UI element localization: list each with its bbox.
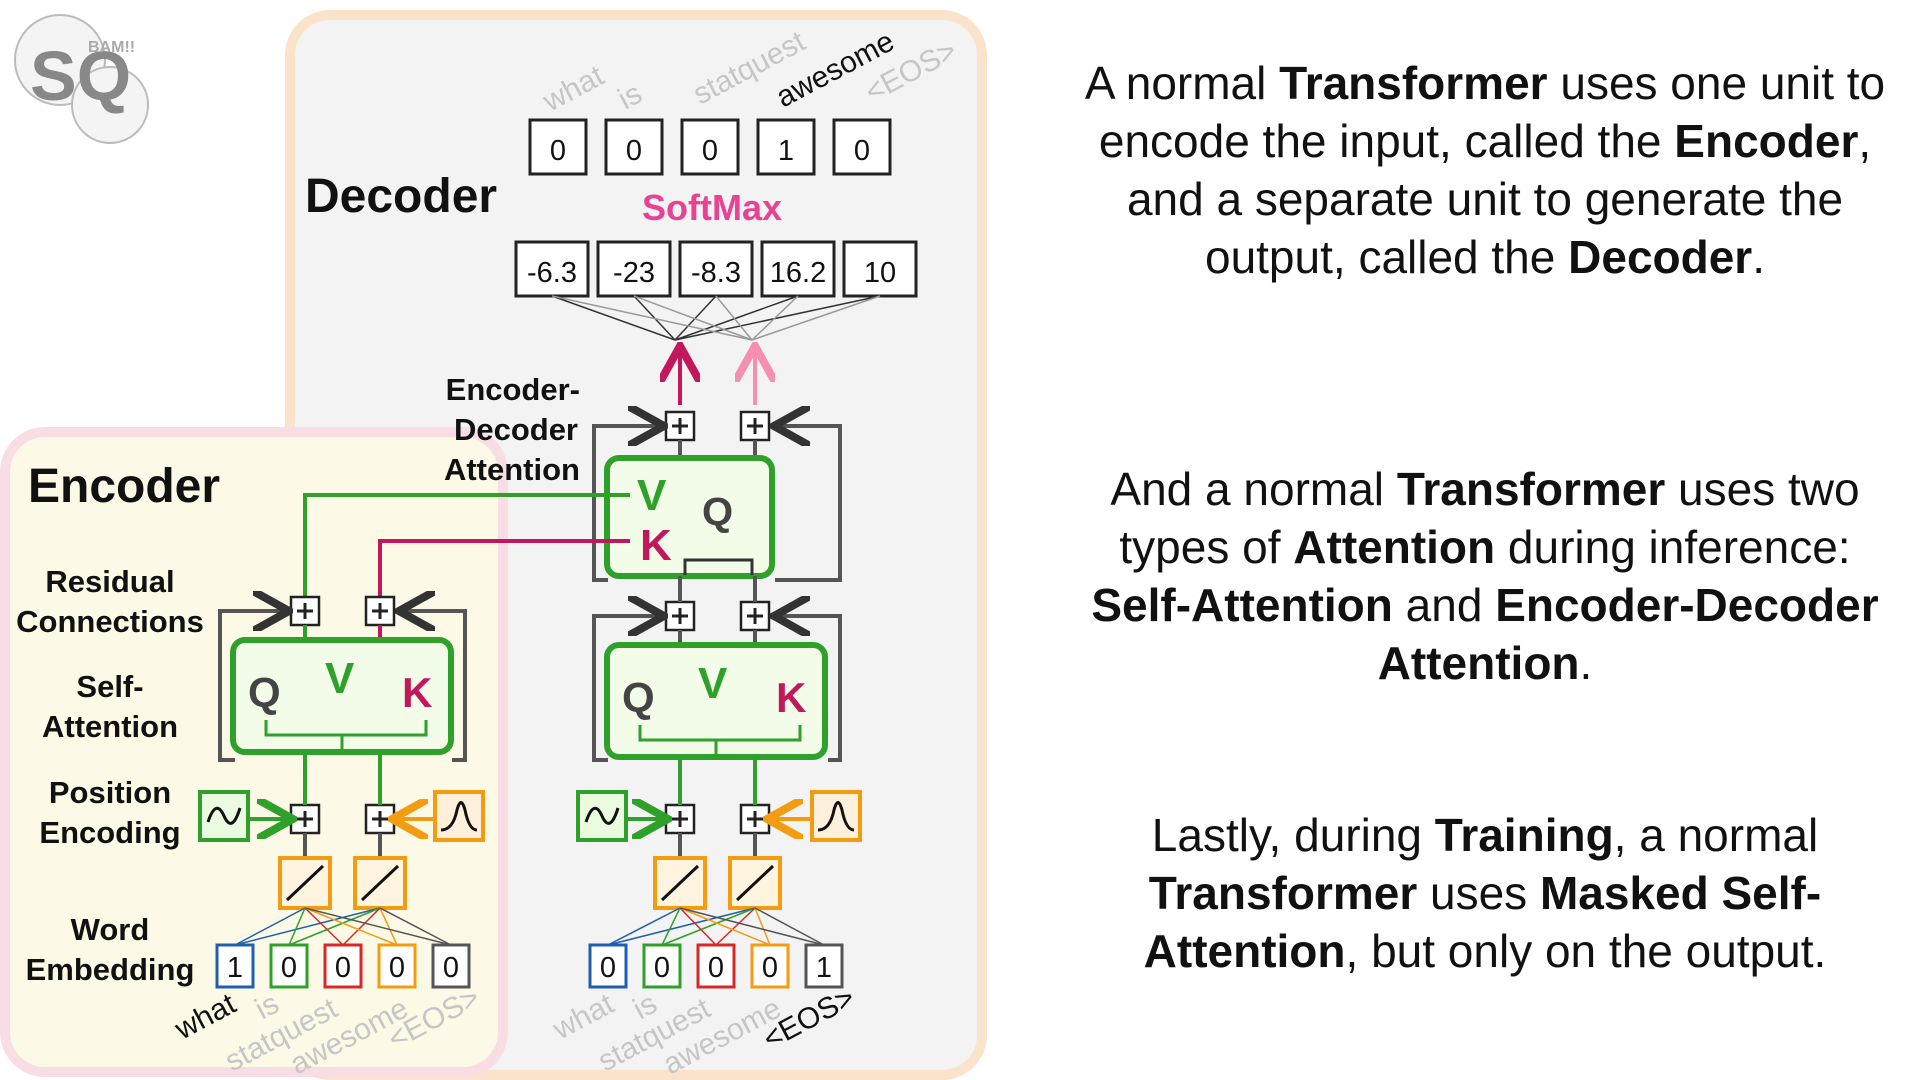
paragraph-2-run-4: Attention (1293, 521, 1496, 573)
explanation-paragraph-1: A normal Transformer uses one unit to en… (1080, 54, 1890, 286)
paragraph-1-run-7: . (1752, 231, 1765, 283)
encoder-q-letter: Q (248, 669, 281, 716)
explanation-paragraph-3: Lastly, during Training, a normal Transf… (1080, 806, 1890, 980)
encdec-label-line-1: Encoder- (446, 372, 580, 407)
decoder-output-vector: 0 0 0 1 0 (528, 118, 892, 176)
decoder-input-value-2: 0 (654, 952, 670, 984)
decoder-embedding-connections (607, 907, 825, 946)
encoder-input-value-4: 0 (389, 952, 405, 984)
decoder-q-letter: Q (622, 674, 655, 721)
encdec-q-letter: Q (702, 490, 733, 534)
paragraph-3-run-5: uses (1417, 867, 1540, 919)
decoder-title: Decoder (305, 170, 497, 223)
paragraph-3-run-6: Masked Self-Attention (1143, 867, 1822, 977)
paragraph-2-run-5: during inference: (1495, 521, 1851, 573)
paragraph-1-run-5: , and a separate unit to generate the ou… (1126, 115, 1872, 283)
output-value-2: 0 (626, 135, 642, 167)
decoder-input-value-3: 0 (708, 952, 724, 984)
encoder-v-letter: V (325, 654, 355, 703)
encoder-input-vector: 1 0 0 0 0 (215, 943, 471, 989)
paragraph-2-run-1: And a normal (1110, 463, 1397, 515)
encoder-k-letter: K (402, 669, 432, 716)
paragraph-1-run-6: Decoder (1568, 231, 1753, 283)
encoder-upper-add-nodes (289, 595, 396, 627)
paragraph-3-run-1: Lastly, during (1151, 809, 1435, 861)
logit-5: 10 (864, 257, 896, 289)
paragraph-1-run-4: Encoder (1674, 115, 1859, 167)
encoder-position-sine-icon (198, 790, 250, 842)
encdec-label-line-2: Decoder (454, 412, 578, 447)
explanation-paragraph-2: And a normal Transformer uses two types … (1080, 460, 1890, 692)
paragraph-2-run-2: Transformer (1396, 463, 1666, 515)
paragraph-3-run-2: Training (1434, 809, 1614, 861)
decoder-input-value-1: 0 (600, 952, 616, 984)
logit-2: -23 (613, 257, 655, 289)
encoder-position-cosine-icon (433, 790, 485, 842)
logit-3: -8.3 (691, 257, 741, 289)
paragraph-1-run-3: uses one unit to encode the input, calle… (1098, 57, 1886, 167)
logit-1: -6.3 (527, 257, 577, 289)
encdec-v-letter: V (637, 471, 667, 520)
softmax-label: SoftMax (642, 187, 782, 228)
paragraph-2-run-7: and (1392, 579, 1496, 631)
statquest-logo: SQ BAM!! (14, 14, 149, 144)
position-label-line-1: Position (49, 775, 171, 810)
encoder-input-value-1: 1 (227, 952, 243, 984)
encoder-input-value-3: 0 (335, 952, 351, 984)
decoder-input-value-5: 1 (816, 952, 832, 984)
paragraph-2-run-9: . (1579, 637, 1593, 689)
paragraph-3-run-4: Transformer (1148, 867, 1418, 919)
paragraph-3-run-7: , but only on the output. (1345, 925, 1827, 977)
fully-connected-lines (551, 295, 881, 341)
output-value-3: 0 (702, 135, 718, 167)
encoder-embedding-connections (234, 907, 452, 946)
paragraph-1-run-2: Transformer (1279, 57, 1548, 109)
decoder-k-letter: K (776, 674, 806, 721)
encdec-attention-box (604, 455, 775, 579)
paragraph-2-run-8: Encoder-Decoder Attention (1377, 579, 1879, 689)
decoder-input-vector: 0 0 0 0 1 (588, 943, 844, 989)
residual-label-line-1: Residual (45, 564, 174, 599)
decoder-position-sine-icon (576, 790, 628, 842)
encoder-input-value-2: 0 (281, 952, 297, 984)
logo-text: SQ (30, 37, 131, 115)
decoder-upper-add-nodes (664, 410, 771, 442)
self-attention-label-line-2: Attention (42, 709, 178, 744)
position-label-line-2: Encoding (39, 815, 180, 850)
word-embedding-label-line-1: Word (71, 912, 150, 947)
encoder-title: Encoder (28, 460, 220, 513)
output-value-5: 0 (854, 135, 870, 167)
paragraph-2-run-6: Self-Attention (1091, 579, 1393, 631)
decoder-v-letter: V (698, 659, 728, 708)
decoder-logits: -6.3 -23 -8.3 16.2 10 (514, 240, 918, 298)
decoder-position-cosine-icon (810, 790, 862, 842)
paragraph-2-run-3: uses two types of (1119, 463, 1860, 573)
encoder-input-value-5: 0 (443, 952, 459, 984)
self-attention-label-line-1: Self- (76, 669, 143, 704)
encdec-k-letter: K (640, 521, 672, 570)
residual-label-line-2: Connections (16, 604, 204, 639)
output-value-1: 0 (550, 135, 566, 167)
decoder-lower-add-nodes (664, 600, 771, 632)
paragraph-3-run-3: , a normal (1613, 809, 1819, 861)
logit-4: 16.2 (770, 257, 826, 289)
word-embedding-label-line-2: Embedding (26, 952, 195, 987)
decoder-input-value-4: 0 (762, 952, 778, 984)
output-value-4: 1 (778, 135, 794, 167)
encdec-label-line-3: Attention (444, 452, 580, 487)
paragraph-1-run-1: A normal (1084, 57, 1280, 109)
logo-subtext: BAM!! (88, 39, 135, 56)
